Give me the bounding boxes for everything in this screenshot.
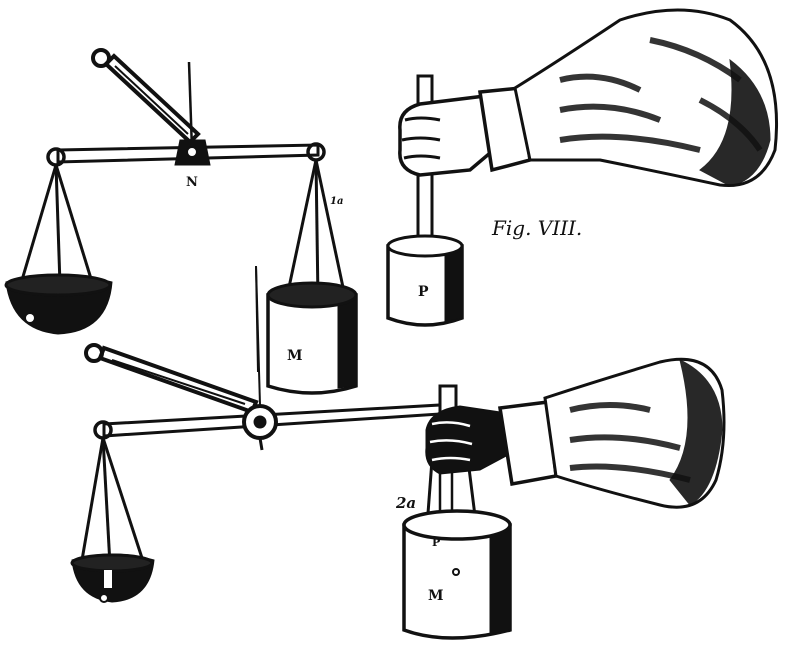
lower-hand-with-sleeve <box>425 357 726 509</box>
top-vessel <box>266 281 358 395</box>
bottom-vertical-rod <box>255 265 261 406</box>
upper-hand-with-weight <box>386 8 779 327</box>
label-weight-top: P <box>418 284 429 300</box>
top-left-pan <box>4 164 113 335</box>
bottom-vessel <box>402 509 512 640</box>
top-balance-beam <box>46 139 326 167</box>
label-marker-top: 1a <box>330 196 343 207</box>
top-balance <box>4 48 358 395</box>
label-vessel-bottom: M <box>428 588 444 604</box>
label-weight-bottom: P <box>432 536 440 549</box>
top-balance-needle <box>187 61 194 151</box>
top-right-vessel-assembly <box>266 159 358 395</box>
label-marker-bottom: 2a <box>395 494 416 512</box>
label-vessel-top: M <box>287 348 303 364</box>
bottom-left-pan <box>70 437 155 603</box>
label-fulcrum-top: N <box>186 175 198 190</box>
figure-caption: Fig. VIII. <box>491 216 582 240</box>
bottom-balance-beam <box>93 403 442 451</box>
top-balance-handle <box>91 48 201 145</box>
upper-sleeve <box>513 8 779 188</box>
bottom-balance-handle <box>84 343 259 415</box>
weight-top <box>386 234 464 327</box>
